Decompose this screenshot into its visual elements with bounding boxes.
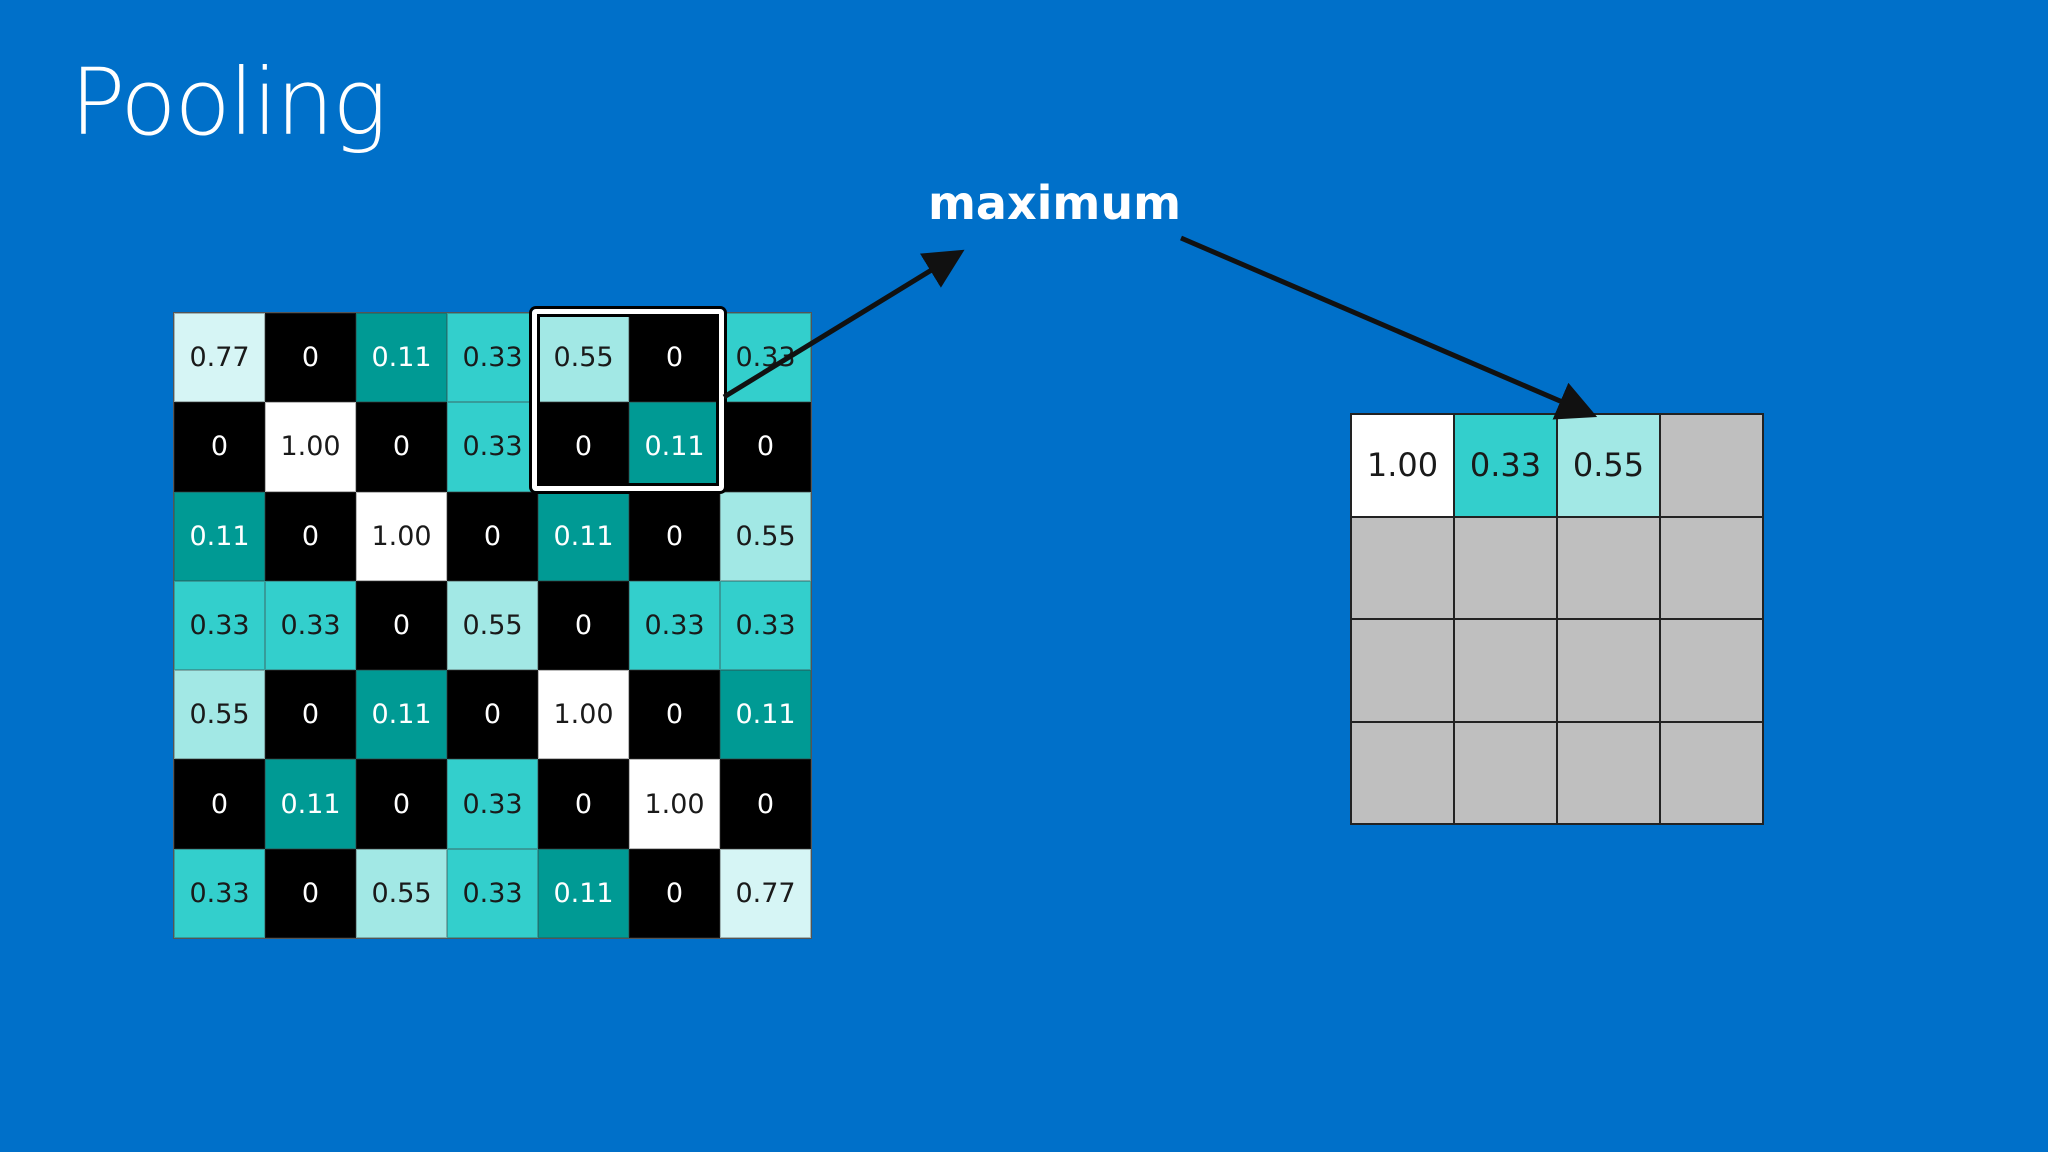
- input-cell: 0.33: [265, 580, 356, 671]
- output-cell: 0.33: [1455, 415, 1558, 518]
- pooling-window-highlight: [532, 309, 724, 491]
- input-cell: 0: [265, 848, 356, 938]
- input-cell: 0: [720, 759, 811, 849]
- input-cell: 0.55: [538, 313, 629, 403]
- input-cell: 0: [265, 491, 356, 581]
- input-cell: 0: [265, 670, 356, 760]
- input-cell: 0.33: [174, 848, 265, 938]
- input-cell: 0: [629, 670, 720, 760]
- input-cell: 0: [629, 491, 720, 581]
- input-cell: 0.11: [538, 491, 629, 581]
- input-cell: 0: [265, 313, 356, 403]
- output-cell-empty: [1558, 517, 1661, 620]
- input-cell: 1.00: [356, 491, 447, 581]
- input-cell: 0.33: [447, 313, 538, 403]
- output-cell-empty: [1661, 415, 1764, 518]
- input-cell: 0.11: [356, 313, 447, 403]
- input-cell: 0.11: [174, 491, 265, 581]
- output-cell-empty: [1558, 722, 1661, 825]
- arrow-label-to-output: [1180, 235, 1598, 420]
- input-cell: 1.00: [265, 402, 356, 492]
- output-cell-empty: [1455, 620, 1558, 723]
- input-cell: 0: [356, 759, 447, 849]
- input-cell: 0.33: [629, 580, 720, 671]
- operation-label: maximum: [928, 176, 1182, 230]
- input-cell: 0: [356, 402, 447, 492]
- input-cell: 0.11: [356, 670, 447, 760]
- arrow-window-to-label: [722, 249, 965, 400]
- input-cell: 0.55: [720, 491, 811, 581]
- input-cell: 0.77: [720, 848, 811, 938]
- output-cell-empty: [1352, 722, 1455, 825]
- input-cell: 1.00: [538, 670, 629, 760]
- input-cell: 0.33: [447, 759, 538, 849]
- input-cell: 0: [174, 759, 265, 849]
- input-cell: 0: [356, 580, 447, 671]
- output-cell: 0.55: [1558, 415, 1661, 518]
- input-cell: 0: [538, 580, 629, 671]
- input-cell: 0.55: [356, 848, 447, 938]
- input-cell: 0.55: [174, 670, 265, 760]
- input-cell: 0.55: [447, 580, 538, 671]
- input-cell: 0: [447, 670, 538, 760]
- input-cell: 1.00: [629, 759, 720, 849]
- input-cell: 0.11: [265, 759, 356, 849]
- output-cell-empty: [1661, 620, 1764, 723]
- input-cell: 0: [538, 759, 629, 849]
- input-cell: 0.33: [720, 580, 811, 671]
- input-cell: 0.33: [447, 402, 538, 492]
- input-cell: 0: [629, 848, 720, 938]
- output-cell-empty: [1661, 517, 1764, 620]
- input-cell: 0.33: [174, 580, 265, 671]
- input-cell: 0.11: [538, 848, 629, 938]
- output-cell-empty: [1455, 517, 1558, 620]
- output-cell: 1.00: [1352, 415, 1455, 518]
- output-cell-empty: [1558, 620, 1661, 723]
- input-cell: 0: [447, 491, 538, 581]
- input-cell: 0: [174, 402, 265, 492]
- output-cell-empty: [1455, 722, 1558, 825]
- output-cell-empty: [1352, 620, 1455, 723]
- input-cell: 0: [538, 402, 629, 492]
- input-cell: 0.33: [447, 848, 538, 938]
- slide-title: Pooling: [70, 49, 387, 156]
- input-cell: 0.11: [720, 670, 811, 760]
- input-cell: 0.11: [629, 402, 720, 492]
- output-cell-empty: [1661, 722, 1764, 825]
- output-cell-empty: [1352, 517, 1455, 620]
- input-cell: 0: [720, 402, 811, 492]
- input-cell: 0.77: [174, 313, 265, 403]
